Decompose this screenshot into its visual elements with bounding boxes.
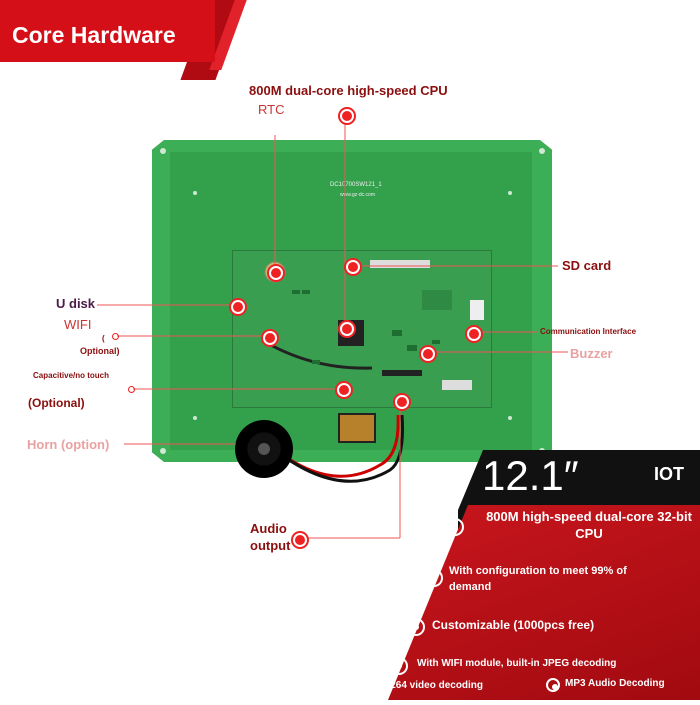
audio-output-marker: [293, 533, 307, 547]
cpu-label: 800M dual-core high-speed CPU: [249, 83, 448, 98]
horn-speaker: [235, 420, 293, 478]
title-banner: [0, 0, 215, 62]
board-url: www.gz-dc.com: [340, 192, 376, 198]
touch-optional: (Optional): [28, 396, 85, 410]
touch-label: Capacitive/no touch: [33, 371, 110, 380]
horn-label: Horn (option): [27, 437, 110, 452]
feature-config-icon: [425, 569, 443, 587]
rtc-marker: [269, 266, 283, 280]
audio-chip: [338, 413, 376, 443]
mounting-holes: [155, 143, 550, 459]
wifi-label: WIFI: [64, 317, 92, 332]
footer-h264: H264 video decoding: [383, 680, 484, 691]
cpu-chip-marker: [340, 322, 354, 336]
sd-card-label: SD card: [562, 258, 612, 273]
touch-marker: [337, 383, 351, 397]
wifi-optional-paren: (: [102, 334, 105, 343]
wifi-optional: Optional): [80, 346, 120, 356]
speaker-wires: [230, 414, 470, 495]
buzzer-label: Buzzer: [570, 346, 613, 361]
rtc-label: RTC: [258, 102, 285, 117]
audio-marker: [395, 395, 409, 409]
board-silk: DC10700SW121_1: [330, 182, 382, 188]
wifi-line-end-icon: [112, 333, 119, 340]
cpu-marker: [340, 109, 354, 123]
feature-config: With configuration to meet 99% of demand: [449, 565, 627, 593]
feature-wifi-icon: [390, 657, 408, 675]
udisk-label: U disk: [56, 296, 96, 311]
feature-cpu: 800M high-speed dual-core 32-bit CPU: [486, 509, 692, 541]
banner-title: Core Hardware: [12, 22, 176, 48]
product-size: 12.1″: [482, 452, 579, 499]
pcb-traces: [232, 250, 494, 406]
feature-custom-icon: [407, 618, 425, 636]
comm-marker: [467, 327, 481, 341]
product-type: IOT: [654, 464, 684, 484]
sd-marker: [346, 260, 360, 274]
udisk-marker: [231, 300, 245, 314]
footer-mp3-icon: [546, 678, 560, 692]
feature-custom: Customizable (1000pcs free): [432, 618, 595, 632]
comm-interface-label: Communication Interface: [540, 327, 637, 336]
wifi-marker: [263, 331, 277, 345]
buzzer-marker: [421, 347, 435, 361]
audio-output-label: Audio output: [250, 521, 291, 553]
touch-line-end-icon: [128, 386, 135, 393]
feature-wifi: With WIFI module, built-in JPEG decoding: [417, 658, 617, 669]
feature-cpu-icon: [446, 518, 464, 536]
footer-mp3: MP3 Audio Decoding: [565, 678, 665, 689]
